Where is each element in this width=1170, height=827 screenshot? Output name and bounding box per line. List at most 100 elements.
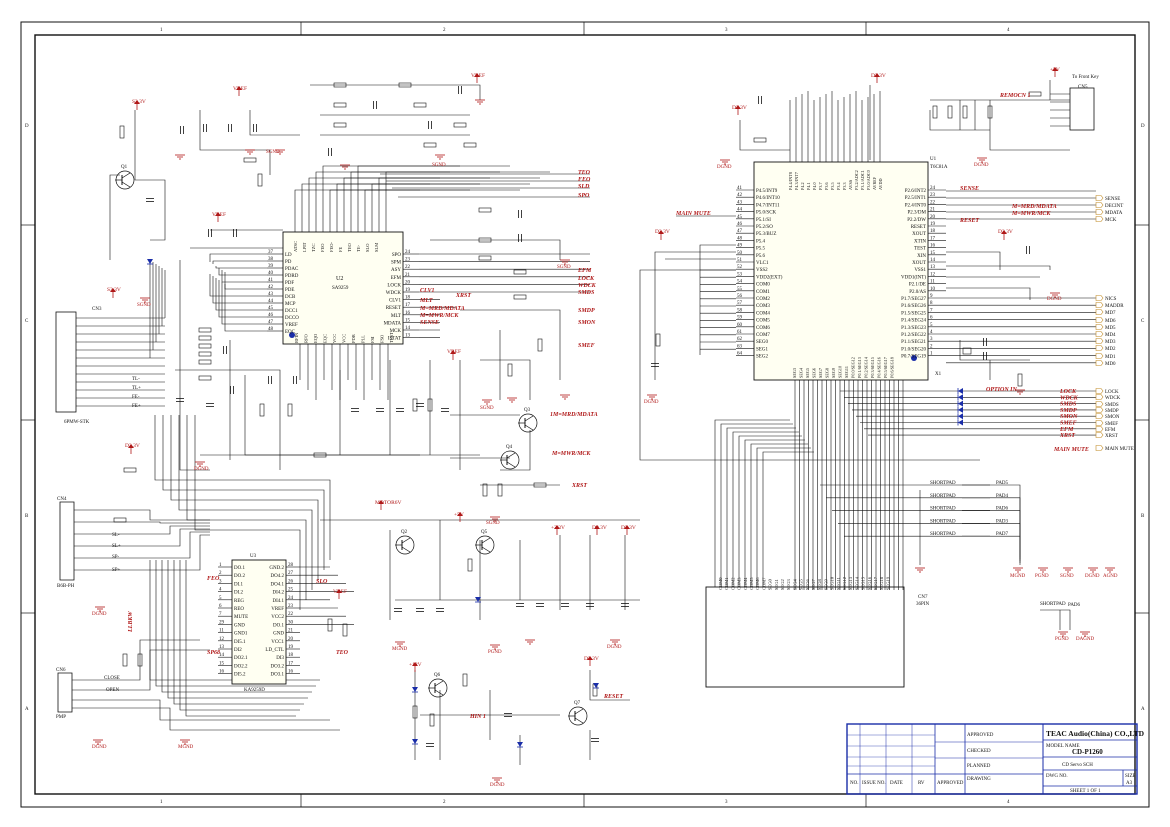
pin-number: 3 — [930, 337, 933, 342]
cn7-pin-label: COM7 — [761, 577, 766, 590]
pin-name: P2.2/DW — [907, 218, 926, 223]
bus-label-key-5: SMEF — [1095, 420, 1118, 427]
wire — [589, 670, 630, 701]
capacitor — [293, 376, 297, 384]
pin-name: MUTE — [234, 615, 248, 620]
wire — [699, 244, 736, 355]
pin-number: 41 — [268, 278, 274, 283]
grid-row-left-B: B — [25, 514, 29, 519]
resistor — [1017, 373, 1023, 387]
pin-name: CLV1 — [389, 299, 402, 304]
ground-label-19: PGND — [1035, 574, 1049, 579]
pin-number: 29 — [219, 620, 225, 625]
wire — [218, 268, 267, 276]
pin-number: 47 — [737, 229, 743, 234]
u2-bottom-pin: VCC — [342, 334, 347, 343]
resistor — [257, 173, 263, 187]
pin-number: 20 — [930, 215, 936, 220]
resistor — [123, 467, 137, 473]
wire — [989, 100, 1070, 151]
transistor-q1: Q1 — [115, 165, 135, 190]
u1-top-pin: P3.7 — [818, 182, 823, 190]
pin-name: RESET — [911, 225, 926, 230]
u2-top-pin: LPIT — [302, 242, 307, 252]
bus-label-key-2: SMDS — [1095, 401, 1119, 408]
capacitor — [394, 608, 402, 612]
grid-row-right-D: D — [1141, 124, 1145, 129]
bus-label-key-text-1: WDCK — [1105, 396, 1121, 401]
capacitor — [376, 408, 384, 412]
resistor — [462, 673, 468, 687]
pin-name: DI5.1 — [234, 640, 246, 645]
ground-6 — [139, 297, 151, 303]
wire — [72, 639, 200, 681]
wire — [215, 266, 267, 269]
resistor — [398, 82, 412, 88]
cn7-pin-label: COM6 — [755, 577, 760, 590]
ground-label-13: DGND — [490, 783, 505, 788]
u2-bottom-pin: EQO — [313, 333, 318, 343]
net-hin: HIN 1 — [469, 714, 486, 720]
wire — [639, 269, 980, 461]
pin-number: 17 — [288, 661, 294, 666]
net-remocn: REMOCN 1 — [999, 93, 1031, 99]
ground-8 — [559, 259, 571, 265]
grid-row-right-A: A — [1141, 707, 1145, 712]
u2-top-pin: FEO — [320, 243, 325, 252]
u2-top-pin: SLO — [365, 243, 370, 252]
pin-name: P5.0/SCK — [756, 211, 777, 216]
resistor — [987, 105, 993, 119]
pwr-p5v-2: +5V — [1050, 67, 1060, 73]
wire — [500, 430, 531, 471]
tb-no: NO. — [850, 781, 858, 786]
bus-label-md-text-6: MD3 — [1105, 340, 1116, 345]
u1-top-pin: P3.0/ADC0 — [866, 170, 871, 190]
ground-label-8: DGND — [92, 745, 107, 750]
pin-number: 50 — [737, 251, 743, 256]
net-mmrd: M=MRD/MDATA — [419, 306, 465, 312]
pin-name: P1.1/SEG21 — [901, 340, 926, 345]
bus-label-md-text-9: MD0 — [1105, 362, 1116, 367]
u1-bottom-pin: P0.4/SEG16 — [877, 357, 882, 378]
cn7-pin-label: SEG6 — [805, 578, 810, 590]
capacitor — [203, 124, 207, 132]
bus-label-md-7: MD2 — [1095, 345, 1116, 352]
tb-dwgno: DWG NO. — [1046, 774, 1068, 779]
net-mainmute2: MAIN MUTE — [1053, 447, 1089, 453]
capacitor — [561, 603, 569, 607]
wire — [199, 110, 271, 175]
ground-label-17: DGND — [1047, 297, 1062, 302]
wire — [221, 282, 267, 325]
capacitor — [758, 96, 762, 104]
ground-30 — [1104, 567, 1116, 573]
ic-u3: U3 KA9259D 1DO.12DO.23DI.14DI.25REG6REO7… — [218, 554, 300, 693]
cn3-fep: FE+ — [132, 404, 141, 409]
ic-u2-part: SA9259 — [332, 286, 349, 291]
cn7-sub: 36PIN — [916, 602, 929, 607]
wire — [185, 560, 296, 717]
tb-company: TEAC Audio(China) CO.,LTD — [1046, 729, 1145, 738]
ground-3 — [339, 164, 351, 170]
tb-rv: RV — [918, 781, 925, 786]
pin-name: MLT — [391, 314, 401, 319]
pin-name: EQC — [285, 330, 296, 335]
net-spo: SPO — [578, 193, 590, 199]
pin-number: 18 — [288, 653, 294, 658]
pin-number: 23 — [288, 604, 294, 609]
capacitor — [516, 603, 524, 607]
pin-number: 45 — [737, 215, 743, 220]
cn7-pin-label: SEG15 — [861, 576, 866, 590]
capacitor — [458, 86, 462, 94]
pin-number: 6 — [219, 604, 222, 609]
pin-name: EFM — [391, 276, 402, 281]
ground-label-12: DGND — [607, 645, 622, 650]
u1-bottom-pin: P0.3/SEG15 — [870, 357, 875, 378]
transistor-q4: Q4 — [500, 445, 520, 470]
bus-label-md-0: NICS — [1095, 295, 1117, 302]
wire — [209, 253, 267, 262]
u1-top-pin: AVSS — [848, 179, 853, 190]
net-lock: LOCK — [577, 276, 595, 282]
bus-label-top-3: MCK — [1095, 216, 1117, 223]
tb-issueno: ISSUE NO. — [862, 781, 886, 786]
u2-bottom-pin: EQC — [323, 334, 328, 343]
